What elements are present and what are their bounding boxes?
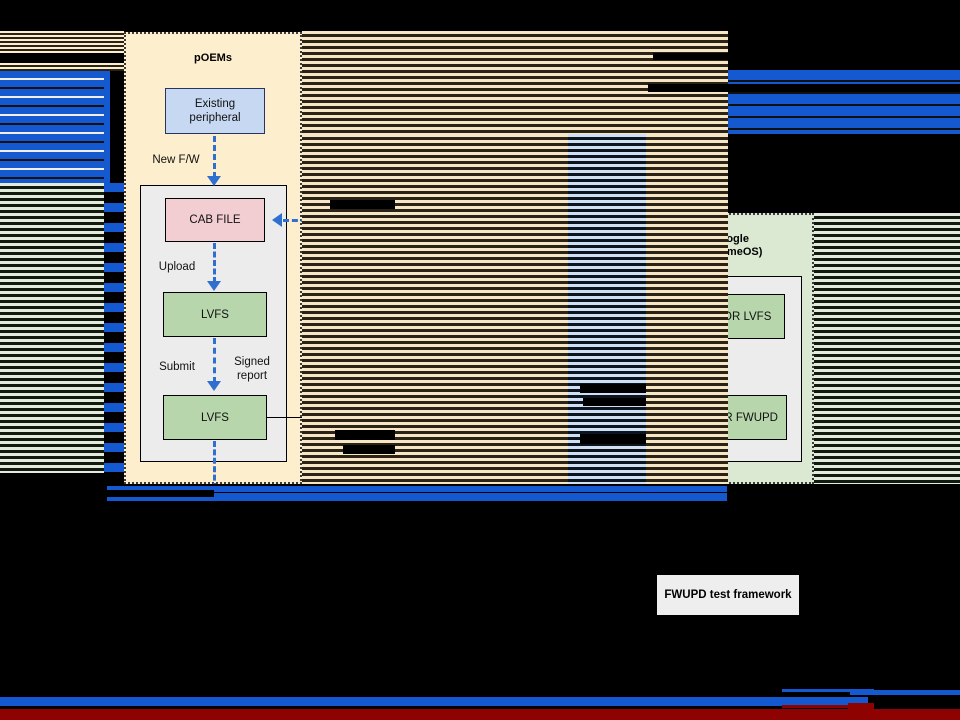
edge-label-new-fw: New F/W bbox=[152, 154, 200, 166]
edge-label-submit: Submit bbox=[159, 361, 195, 373]
node-lvfs-upper-label: LVFS bbox=[201, 308, 229, 321]
glitch-mask-bar-4 bbox=[0, 683, 960, 688]
edge-label-signed-report-line2: report bbox=[236, 370, 268, 382]
glitch-red-bar-3 bbox=[0, 709, 960, 720]
glitch-mask-mid-d bbox=[335, 430, 395, 440]
fwupd-test-framework-box-overlay[interactable]: FWUPD test framework bbox=[657, 575, 799, 615]
glitch-blue-bar-4 bbox=[782, 689, 874, 692]
node-lvfs-lower[interactable]: LVFS bbox=[163, 395, 267, 440]
glitch-mask-top bbox=[0, 0, 960, 31]
glitch-scanlines-left-blue bbox=[0, 71, 104, 183]
fwupd-test-framework-label-overlay: FWUPD test framework bbox=[664, 589, 792, 601]
glitch-mask-mid-e bbox=[343, 445, 395, 454]
edge-existing-to-cab bbox=[213, 136, 216, 178]
node-lvfs-upper[interactable]: LVFS bbox=[163, 292, 267, 337]
node-lvfs-lower-label: LVFS bbox=[201, 411, 229, 424]
glitch-mask-mid-c bbox=[330, 200, 395, 209]
edge-lvfs-upper-to-lower bbox=[213, 338, 216, 383]
arrow-down-lvfs-upper-to-lower bbox=[207, 381, 221, 391]
edge-label-signed-report-line1: Signed bbox=[234, 356, 270, 368]
arrow-down-existing-to-cab bbox=[207, 176, 221, 186]
glitch-blue-bar-2 bbox=[107, 493, 727, 501]
arrow-down-cab-to-lvfs bbox=[207, 281, 221, 291]
glitch-mask-bar-2 bbox=[107, 493, 214, 497]
arrow-left-to-cab-file bbox=[272, 213, 282, 227]
glitch-mask-bottom bbox=[0, 484, 960, 720]
glitch-scanlines-mid-blue-a bbox=[728, 70, 960, 134]
glitch-scanlines-left-tan bbox=[0, 31, 124, 71]
glitch-blue-bar-6 bbox=[848, 697, 868, 706]
node-cab-file-label: CAB FILE bbox=[189, 214, 241, 226]
node-cab-file[interactable]: CAB FILE bbox=[165, 198, 265, 242]
glitch-blue-bar-5 bbox=[0, 697, 960, 706]
glitch-mask-lb-c bbox=[580, 434, 646, 444]
glitch-mask-left-a bbox=[0, 53, 124, 63]
glitch-blue-bar-1 bbox=[107, 486, 727, 492]
glitch-scanlines-right-green bbox=[814, 213, 960, 484]
edge-lvfs-lower-tail bbox=[213, 441, 216, 489]
glitch-mask-bar-3 bbox=[855, 697, 960, 706]
glitch-mask-lb-a bbox=[580, 384, 646, 393]
glitch-scanlines-mid-tan-2 bbox=[302, 134, 728, 484]
edge-cab-to-lvfs-upper bbox=[213, 243, 216, 283]
glitch-blue-stubs-left bbox=[104, 183, 124, 473]
glitch-red-bar-1 bbox=[782, 705, 874, 708]
glitch-scanlines-left-green bbox=[0, 183, 104, 473]
node-existing-peripheral-label-line1: Existing bbox=[194, 98, 236, 110]
swimlane-poems-title: pOEMs bbox=[194, 52, 232, 64]
glitch-mask-bar-1 bbox=[0, 490, 214, 494]
glitch-mask-lb-b bbox=[583, 398, 646, 406]
glitch-mask-mid-a bbox=[653, 53, 960, 60]
glitch-scanlines-lightblue bbox=[568, 134, 646, 484]
glitch-red-bar-2 bbox=[848, 703, 874, 711]
node-existing-peripheral-label-line2: peripheral bbox=[189, 112, 241, 124]
glitch-blue-bar-3 bbox=[850, 690, 960, 695]
node-existing-peripheral[interactable]: Existing peripheral bbox=[165, 88, 265, 134]
glitch-mask-mid-b bbox=[648, 84, 960, 92]
edge-label-upload: Upload bbox=[158, 261, 196, 273]
glitch-scanlines-mid-tan bbox=[302, 31, 728, 134]
